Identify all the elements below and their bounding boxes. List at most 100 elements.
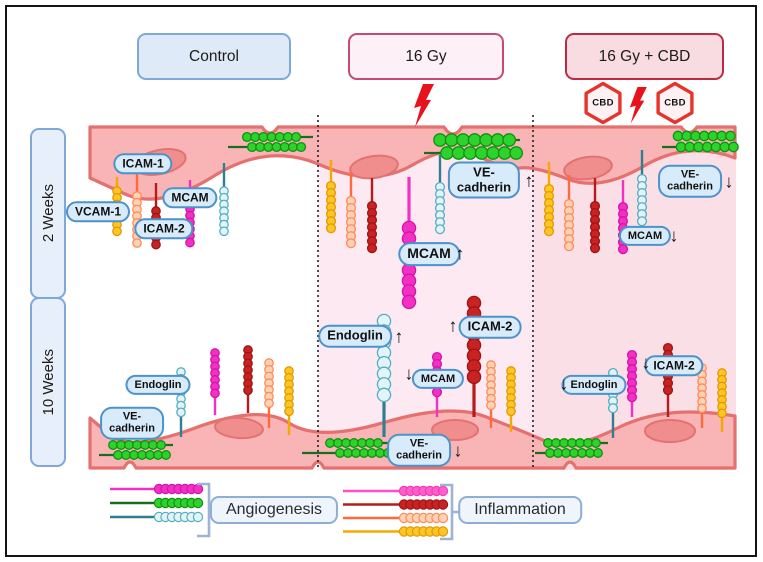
junction-bead [490,133,505,147]
junction-bead [725,130,736,142]
junction-bead [561,448,571,458]
label-mcam-cbd-2wk: MCAM [618,225,672,247]
icam2-16gy-10wk-arrow-up-icon: ↑ [448,315,458,336]
junction-bead [444,133,459,147]
junction-bead [137,450,147,460]
junction-bead [271,141,282,153]
junction-bead [451,146,466,160]
cbd-hexagon-icon [656,81,694,125]
chain-bead-magenta [617,244,629,255]
label-endoglin-control-10wk: Endoglin [125,374,191,396]
junction-bead [343,448,353,458]
junction-bead [373,438,383,448]
chain-bead-yellow [543,226,555,237]
mcam-cbd-2wk-arrow-down-icon: ↓ [669,225,679,246]
ve-cadherin-16gy-2wk-arrow-up-icon: ↑ [524,170,534,191]
header-16gy-cbd-label: 16 Gy + CBD [598,47,691,65]
junction-bead [710,141,722,153]
chain-bead-magenta [431,387,443,398]
junction-bead [359,448,369,458]
junction-bead [486,146,500,160]
junction-bead [559,438,569,448]
junction-bead [567,438,577,448]
chain-bead-tealOpen [176,407,186,418]
junction-bead [551,438,561,448]
irradiation-bolt-icon [629,87,647,124]
junction-bead [701,141,713,153]
junction-bead [577,448,587,458]
chain-bead-tealOpen [607,403,619,414]
junction-bead [333,438,343,448]
junction-bead [274,131,285,143]
mcam-16gy-2wk-arrow-up-icon: ↑ [455,243,465,264]
label-ve-cadherin-control-10wk: VE- cadherin [100,406,164,440]
junction-bead [675,141,687,153]
chain-bead-yellow [112,226,122,237]
header-control: Control [137,33,291,80]
junction-bead [132,440,142,450]
junction-bead [250,131,261,143]
junction-bead [553,448,563,458]
junction-bead [545,448,555,458]
chain-bead-orangeOpen [264,398,274,409]
junction-bead [502,133,517,147]
junction-bead [672,130,684,142]
junction-bead [569,448,579,458]
junction-bead [156,440,166,450]
cbd-badge-label-1: CBD [592,97,614,109]
legend-inflammation-label: Inflammation [458,496,582,524]
endoglin-cbd-10wk-arrow-down-icon: ↓ [559,373,569,394]
junction-bead [116,440,126,450]
junction-bead [351,448,361,458]
cell-nucleus [563,155,613,181]
junction-bead [255,141,266,153]
label-mcam-control-2wk: MCAM [162,187,218,209]
junction-bead [258,131,269,143]
junction-bead [707,130,719,142]
junction-bead [433,133,447,147]
junction-bead [357,438,367,448]
junction-bead [113,450,123,460]
junction-bead [467,133,482,147]
junction-bead [690,130,701,142]
junction-bead [716,130,728,142]
cell-nucleus [644,419,696,443]
chain-bead-magenta [401,294,417,310]
chain-bead-yellow [284,406,294,417]
cbd-badge-label-2: CBD [664,97,686,109]
chain-bead-yellow [325,223,337,234]
label-endoglin-16gy-10wk: Endoglin [318,324,392,348]
header-16gy: 16 Gy [348,33,504,80]
chain-bead-magenta [185,237,195,248]
junction-bead [474,146,489,160]
junction-bead [681,130,693,142]
junction-bead [543,438,553,448]
junction-bead [456,133,470,147]
label-mcam-16gy-2wk: MCAM [398,242,460,266]
ve-cadherin-cbd-2wk-arrow-down-icon: ↓ [724,171,734,192]
label-vcam1-control-2wk: VCAM-1 [65,201,131,223]
junction-bead [365,438,375,448]
chain-bead-yellow [717,408,727,419]
junction-bead [684,141,696,153]
cell-nucleus [349,154,399,180]
label-endoglin-cbd-10wk: Endoglin [561,374,627,396]
legend-bead-yellow [437,526,449,537]
junction-bead [367,448,377,458]
junction-bead [124,440,134,450]
header-16gy-cbd: 16 Gy + CBD [565,33,724,80]
chain-bead-orangeOpen [697,403,707,414]
junction-bead [129,450,139,460]
label-icam2-cbd-10wk: ICAM-2 [644,355,704,377]
label-ve-cadherin-16gy-10wk: VE- cadherin [387,433,451,467]
icam2-cbd-10wk-arrow-down-icon: ↓ [641,352,651,373]
row-label-10-weeks: 10 Weeks [30,297,66,467]
junction-bead [282,131,293,143]
label-icam2-16gy-10wk: ICAM-2 [458,315,522,339]
cell-nucleus [214,416,264,440]
legend-bead-orangeOpen [437,512,449,524]
junction-bead [279,141,290,153]
junction-bead [263,141,274,153]
junction-bead [375,448,385,458]
